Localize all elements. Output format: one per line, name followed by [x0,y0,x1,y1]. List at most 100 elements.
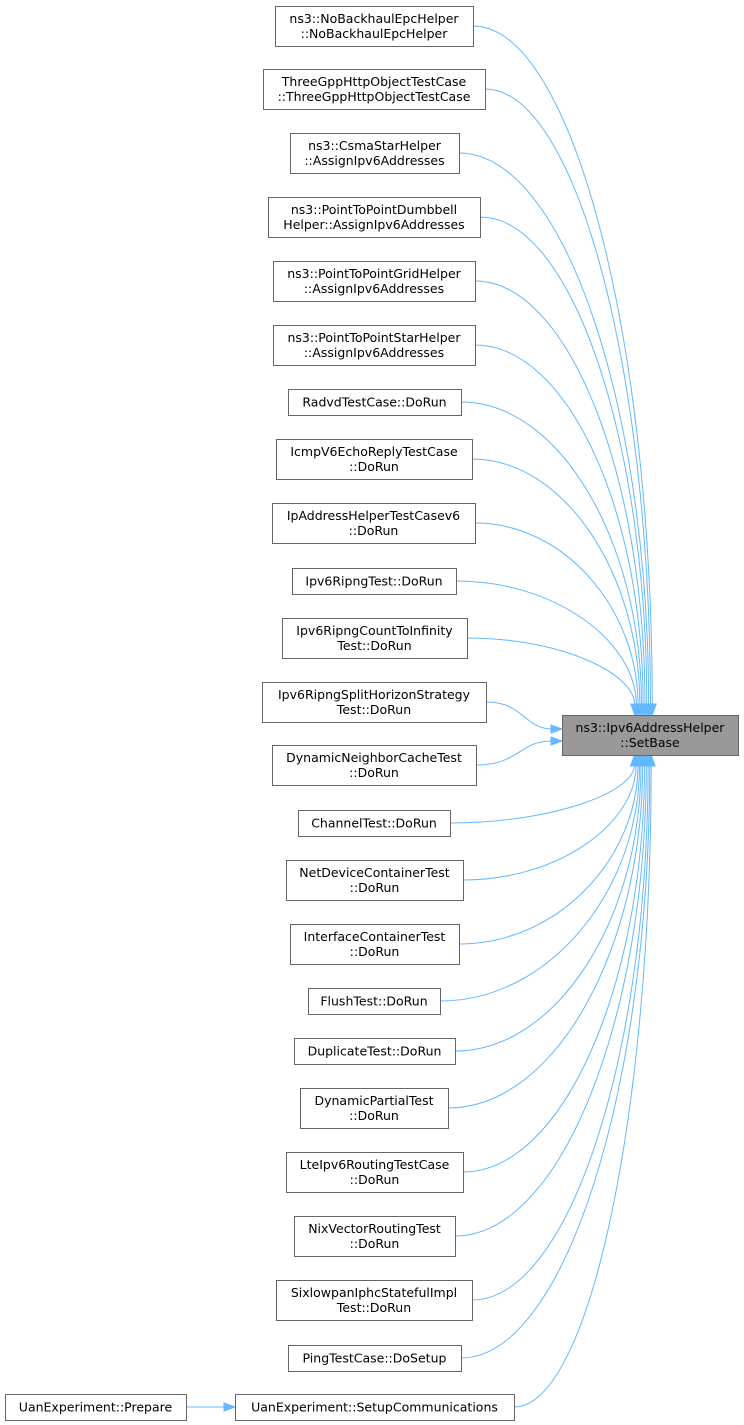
edge-line [474,280,646,706]
node-label: ::ThreeGppHttpObjectTestCase [278,89,471,104]
arrowhead [550,736,564,746]
caller-node[interactable]: InterfaceContainerTest::DoRun [290,924,460,965]
node-label: ns3::NoBackhaulEpcHelper [289,11,459,26]
node-box [294,1038,456,1065]
node-label: NixVectorRoutingTest [308,1221,441,1236]
node-box [272,745,477,786]
edge-line [460,401,643,706]
edge-line [474,522,639,706]
caller-node[interactable]: DynamicPartialTest::DoRun [300,1088,449,1129]
caller-node[interactable]: ThreeGppHttpObjectTestCase::ThreeGppHttp… [263,69,486,110]
node-label: Ipv6RipngTest::DoRun [305,574,442,589]
node-box [288,1345,462,1372]
node-label: ::DoRun [350,944,400,959]
edge-n1-target [472,25,657,717]
node-label: ::DoRun [350,1236,400,1251]
edge-line [447,764,644,1109]
caller-node[interactable]: ns3::NoBackhaulEpcHelper::NoBackhaulEpcH… [275,6,474,47]
node-label: ns3::CsmaStarHelper [308,138,442,153]
caller-node[interactable]: ns3::PointToPointDumbbellHelper::AssignI… [268,197,481,238]
caller-node[interactable]: DuplicateTest::DoRun [294,1038,456,1065]
caller-node[interactable]: DynamicNeighborCacheTest::DoRun [272,745,477,786]
node-box [288,389,462,416]
node-box [5,1394,187,1421]
edge-line [475,740,553,766]
node-label: ns3::PointToPointDumbbell [291,202,457,217]
node-box [308,988,441,1015]
caller-node[interactable]: IpAddressHelperTestCasev6::DoRun [272,503,476,544]
edge-n18-target [454,753,646,1052]
caller-node[interactable]: UanExperiment::Prepare [5,1394,187,1421]
edge-n13-target [475,736,564,766]
node-label: IpAddressHelperTestCasev6 [287,508,460,523]
node-label: ::NoBackhaulEpcHelper [301,26,449,41]
edge-line [513,764,652,1408]
caller-node[interactable]: IcmpV6EchoReplyTestCase::DoRun [276,439,473,480]
caller-node[interactable]: FlushTest::DoRun [308,988,441,1015]
caller-node[interactable]: LteIpv6RoutingTestCase::DoRun [286,1152,464,1193]
caller-node[interactable]: ns3::CsmaStarHelper::AssignIpv6Addresses [290,133,460,174]
caller-node[interactable]: ChannelTest::DoRun [298,810,451,837]
edge-n16-target [458,753,643,945]
target-node[interactable]: ns3::Ipv6AddressHelper::SetBase [562,715,739,756]
arrowhead [223,1402,237,1412]
edge-line [439,764,641,1002]
caller-node[interactable]: PingTestCase::DoSetup [288,1345,462,1372]
node-box [235,1394,515,1421]
node-label: Test::DoRun [336,1300,411,1315]
edge-line [458,152,650,706]
edge-n19-target [447,753,648,1109]
node-box [262,682,487,723]
edge-n9-target [474,522,643,717]
edge-n15-target [462,753,641,881]
edge-line [466,637,636,706]
node-label: ::AssignIpv6Addresses [304,345,444,360]
node-label: Ipv6RipngCountToInfinity [296,623,453,638]
caller-node[interactable]: RadvdTestCase::DoRun [288,389,462,416]
edge-n8-target [471,458,645,717]
node-box [562,715,739,756]
edge-n25-n24 [186,1402,237,1412]
node-label: ::SetBase [620,735,680,750]
caller-node[interactable]: ns3::PointToPointStarHelper::AssignIpv6A… [273,325,476,366]
node-box [273,261,476,302]
node-label: FlushTest::DoRun [320,994,427,1009]
edge-line [454,764,647,1237]
edge-line [484,88,651,706]
edge-n24-target [513,753,656,1408]
node-label: UanExperiment::SetupCommunications [251,1400,498,1415]
edge-n3-target [458,152,654,717]
node-label: ::DoRun [349,765,399,780]
node-box [298,810,451,837]
edge-n11-target [466,637,640,717]
node-box [263,69,486,110]
node-label: Test::DoRun [336,702,411,717]
node-box [290,133,460,174]
node-label: Helper::AssignIpv6Addresses [283,217,464,232]
node-box [275,6,474,47]
node-label: DuplicateTest::DoRun [308,1044,442,1059]
edge-n6-target [474,344,648,717]
node-label: ns3::PointToPointStarHelper [287,330,461,345]
caller-node[interactable]: NetDeviceContainerTest::DoRun [286,860,464,901]
edge-line [474,344,644,706]
node-label: Test::DoRun [336,638,411,653]
edge-line [479,216,648,706]
node-label: DynamicPartialTest [314,1093,433,1108]
caller-node[interactable]: ns3::PointToPointGridHelper::AssignIpv6A… [273,261,476,302]
edge-line [454,764,642,1052]
node-label: UanExperiment::Prepare [19,1400,173,1415]
caller-node[interactable]: UanExperiment::SetupCommunications [235,1394,515,1421]
node-label: ::AssignIpv6Addresses [304,153,444,168]
node-label: ::DoRun [350,880,400,895]
caller-node[interactable]: Ipv6RipngTest::DoRun [292,568,457,595]
edge-n12-target [485,701,564,734]
node-box [294,1216,456,1257]
node-box [273,325,476,366]
node-box [286,860,464,901]
caller-node[interactable]: NixVectorRoutingTest::DoRun [294,1216,456,1257]
